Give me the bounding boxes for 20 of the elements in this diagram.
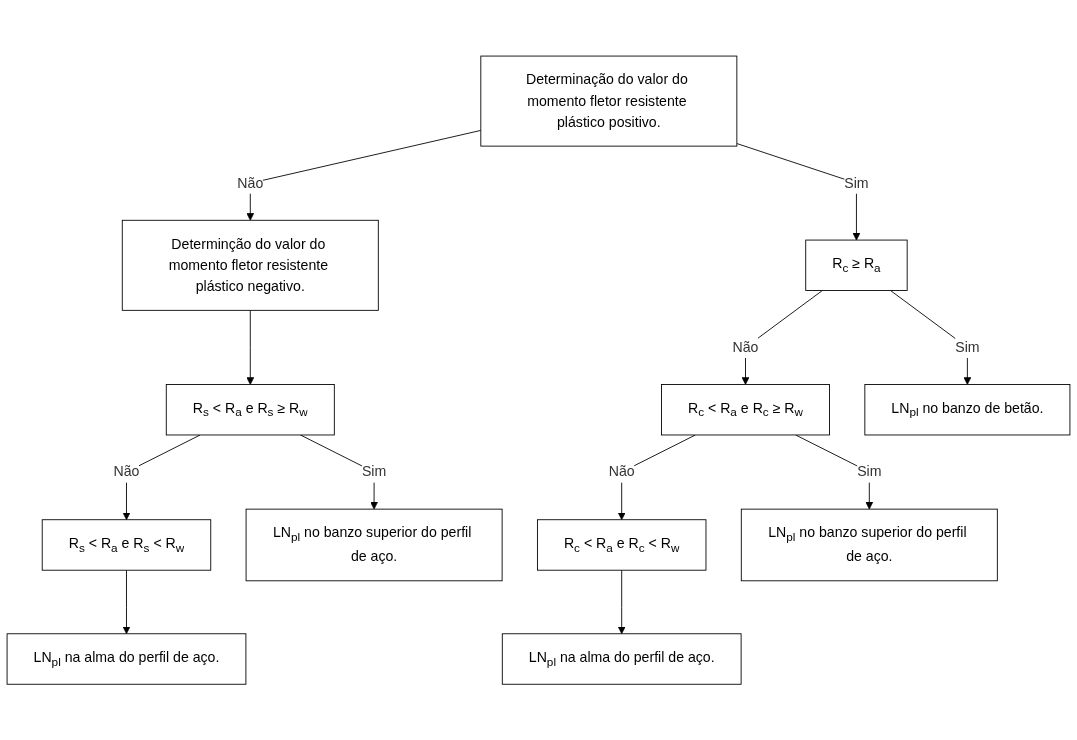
node-box: LN$_{pl}$ na alma do perfil de aço. xyxy=(6,633,247,685)
edge-label: Sim xyxy=(361,463,387,479)
node-box: LN$_{pl}$ na alma do perfil de aço. xyxy=(501,633,742,685)
node-box: Determinção do valor do momento fletor resistente plástico negativo. xyxy=(121,219,379,311)
node-box: Determinação do valor do momento fletor resistente plástico positivo. xyxy=(480,55,738,147)
edge-label: Não xyxy=(608,463,635,479)
node-box: R$_{c}$ < R$_{a}$ e R$_{c}$ ≥ R$_{w}$ xyxy=(661,383,830,436)
edge-label: Não xyxy=(113,463,140,479)
edge-label: Sim xyxy=(844,175,869,191)
node-box: R$_{s}$ < R$_{a}$ e R$_{s}$ < R$_{w}$ xyxy=(41,519,212,571)
node-box: LN$_{pl}$ no banzo de betão. xyxy=(864,383,1071,436)
edge-label: Sim xyxy=(955,339,980,355)
edge-label: Sim xyxy=(857,463,882,479)
node-box: R$_{c}$ ≥ R$_{a}$ xyxy=(805,239,908,291)
node-box: R$_{s}$ < R$_{a}$ e R$_{s}$ ≥ R$_{w}$ xyxy=(165,383,335,436)
node-box: R$_{c}$ < R$_{a}$ e R$_{c}$ < R$_{w}$ xyxy=(537,519,707,571)
node-box: LN$_{pl}$ no banzo superior do perfil de aço. xyxy=(740,508,998,582)
edge-label: Não xyxy=(237,175,264,191)
node-box: LN$_{pl}$ no banzo superior do perfil de aço. xyxy=(245,508,503,582)
edge-label: Não xyxy=(732,339,759,355)
